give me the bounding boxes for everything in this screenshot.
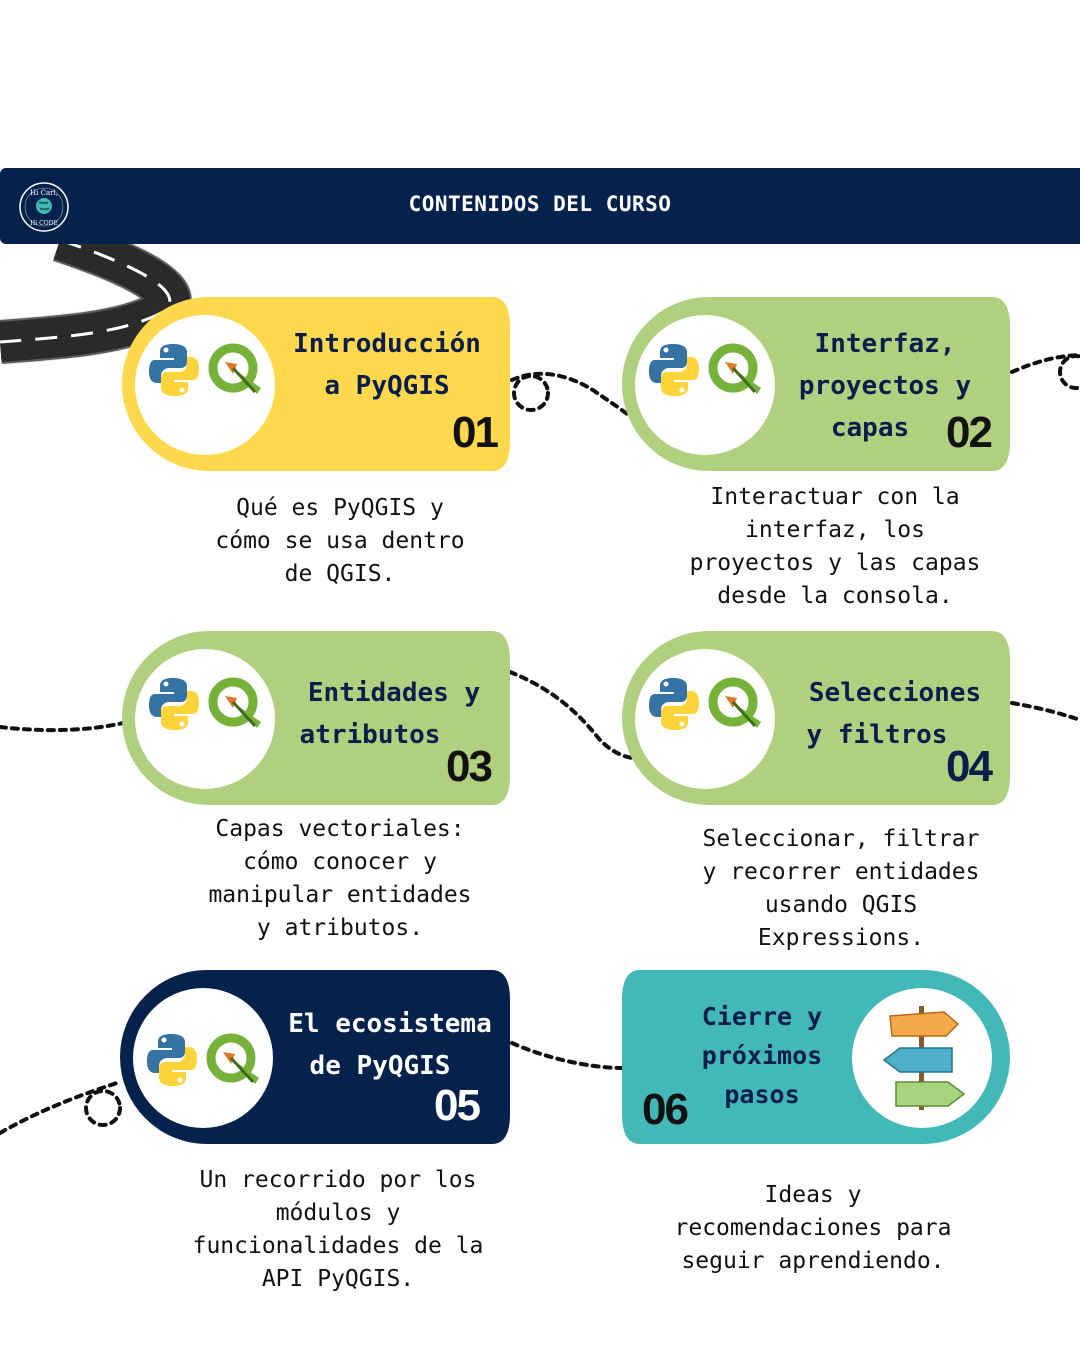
logo-text-bottom: Hi CODE xyxy=(30,220,58,227)
python-icon xyxy=(147,1034,197,1086)
logo-text-top: Hi Carl, xyxy=(30,189,58,197)
module-description-03: Capas vectoriales: cómo conocer y manipu… xyxy=(208,816,472,941)
module-description-05: Un recorrido por los módulos y funcional… xyxy=(192,1167,484,1292)
module-description-02: Interactuar con la interfaz, los proyect… xyxy=(689,484,981,609)
module-title: Selecciones y filtros xyxy=(806,678,982,750)
python-qgis-icons xyxy=(149,677,261,730)
qgis-icon xyxy=(208,677,261,728)
module-card-01: Introducción a PyQGIS 01 xyxy=(122,297,510,471)
qgis-icon xyxy=(206,1033,259,1084)
module-description-04: Seleccionar, filtrar y recorrer entidade… xyxy=(702,826,980,951)
python-icon xyxy=(149,678,199,730)
signpost-icon xyxy=(882,1006,966,1110)
python-qgis-icons xyxy=(149,343,261,396)
module-number: 05 xyxy=(434,1081,481,1130)
module-card-04: Selecciones y filtros 04 xyxy=(622,631,1010,805)
module-number: 03 xyxy=(446,742,493,791)
module-card-03: Entidades y atributos 03 xyxy=(122,631,510,805)
module-number: 06 xyxy=(642,1085,689,1134)
python-qgis-icons xyxy=(649,677,761,730)
brand-logo: Hi Carl, Hi CODE xyxy=(19,182,69,232)
module-title: Introducción a PyQGIS xyxy=(293,329,481,401)
module-title: Cierre y próximos pasos xyxy=(701,1002,823,1109)
page-title: CONTENIDOS DEL CURSO xyxy=(408,192,672,216)
qgis-icon xyxy=(708,677,761,728)
python-icon xyxy=(649,678,699,730)
module-number: 01 xyxy=(452,408,499,457)
module-description-06: Ideas y recomendaciones para seguir apre… xyxy=(674,1182,952,1274)
module-number: 02 xyxy=(946,408,993,457)
module-number: 04 xyxy=(946,742,993,791)
python-qgis-icons xyxy=(649,343,761,396)
module-description-01: Qué es PyQGIS y cómo se usa dentro de QG… xyxy=(215,495,465,587)
module-title: El ecosistema de PyQGIS xyxy=(288,1009,492,1081)
qgis-icon xyxy=(208,343,261,394)
python-qgis-icons xyxy=(147,1033,259,1086)
qgis-icon xyxy=(708,343,761,394)
module-title: Interfaz, proyectos y capas xyxy=(798,329,972,443)
python-icon xyxy=(149,344,199,396)
python-icon xyxy=(649,344,699,396)
header-bar: CONTENIDOS DEL CURSO xyxy=(0,168,1080,244)
module-card-06: Cierre y próximos pasos 06 xyxy=(622,970,1010,1144)
module-title: Entidades y atributos xyxy=(299,678,481,750)
module-card-05: El ecosistema de PyQGIS 05 xyxy=(120,970,510,1144)
globe-icon xyxy=(36,198,52,214)
module-card-02: Interfaz, proyectos y capas 02 xyxy=(622,297,1010,471)
road-illustration xyxy=(0,218,193,365)
